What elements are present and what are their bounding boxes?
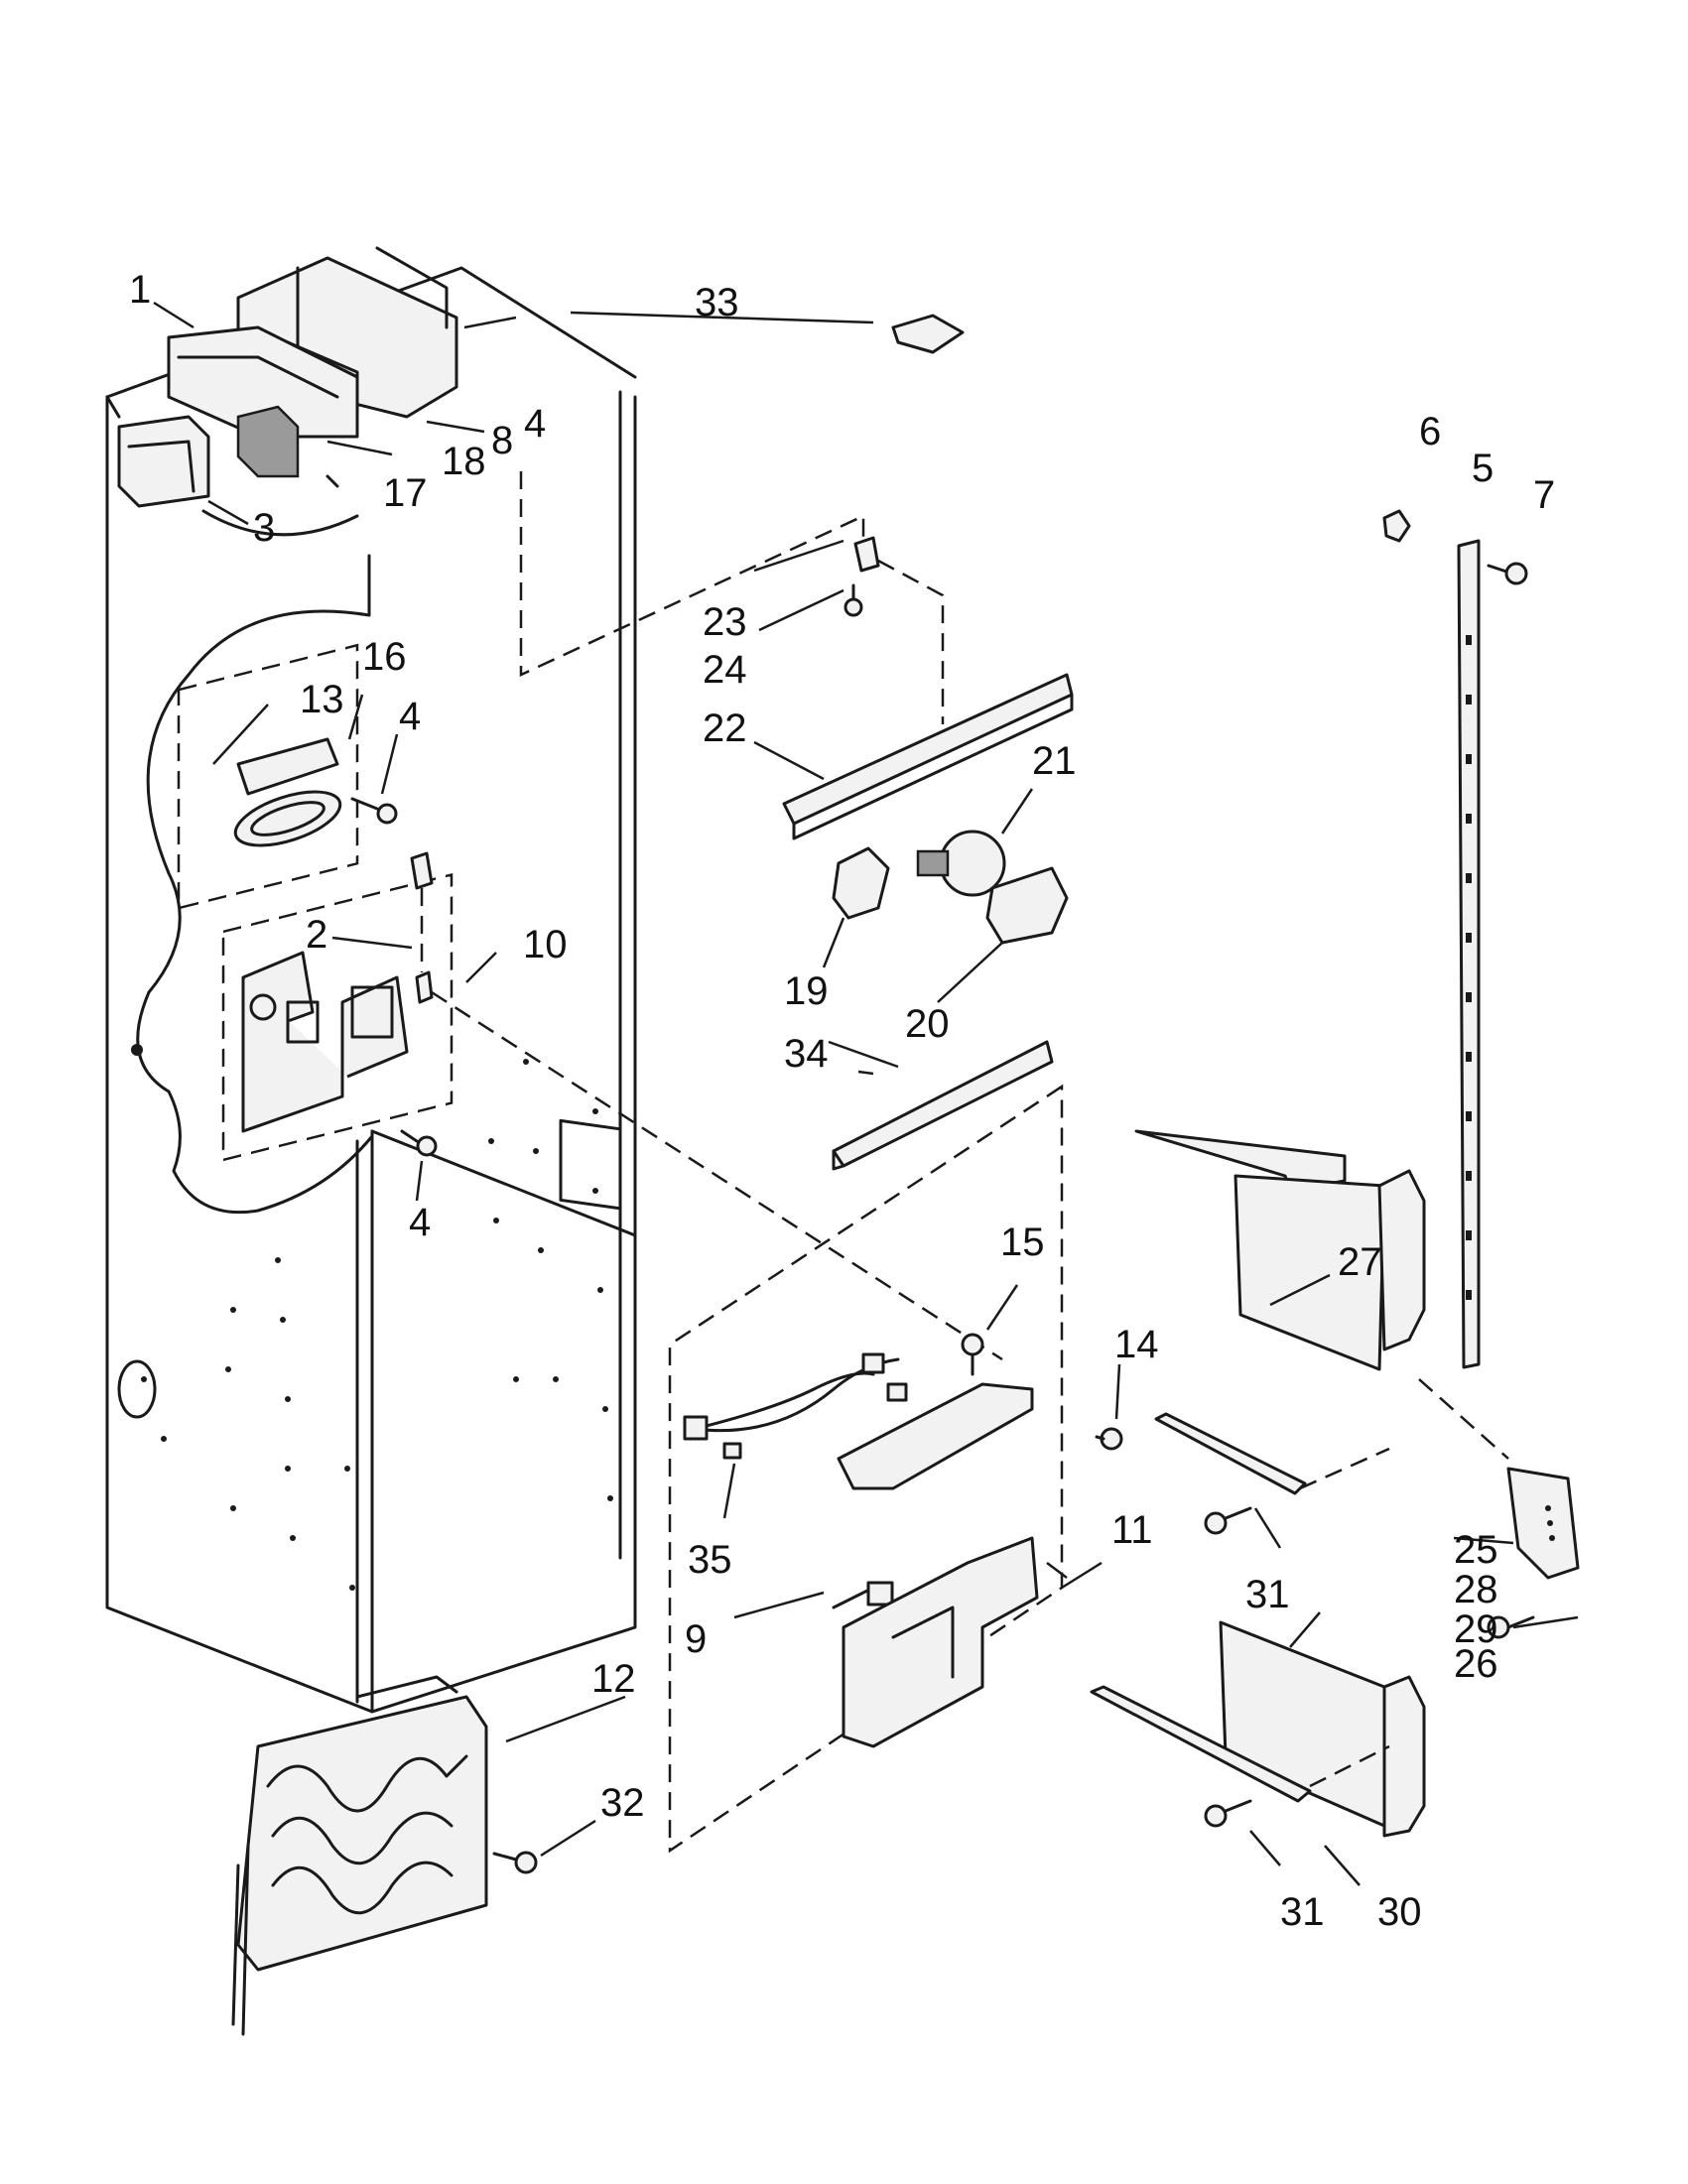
callout-11: 11 [1111, 1508, 1153, 1552]
connector-dash-housing [431, 990, 1003, 1361]
callouts: 1 2 3 4 4 4 5 6 7 8 9 10 11 12 13 14 15 … [129, 268, 1555, 1934]
screw-14 [1095, 1427, 1123, 1451]
callout-22: 22 [703, 707, 747, 750]
ladder-holes [1466, 635, 1472, 1300]
callout-18: 18 [442, 440, 486, 483]
dispenser-door [117, 415, 210, 508]
light-shield [985, 866, 1069, 945]
motor-lead [325, 474, 339, 488]
callout-32: 32 [600, 1781, 645, 1825]
callout-35: 35 [688, 1538, 732, 1582]
air-tower-cover [832, 1040, 1054, 1171]
callout-31-upper: 31 [1245, 1573, 1290, 1616]
callout-12: 12 [591, 1657, 636, 1701]
callout-20: 20 [905, 1002, 950, 1046]
callout-23: 23 [703, 600, 747, 644]
lamp-socket [832, 846, 890, 920]
dispenser-chute [167, 325, 359, 439]
callout-2: 2 [306, 913, 327, 957]
light-housing-outline [221, 872, 454, 1162]
wiring-harness-35 [683, 1352, 908, 1460]
callout-29: 29 [1454, 1607, 1498, 1651]
light-bracket-screw [844, 583, 863, 617]
callout-1: 1 [129, 268, 151, 312]
callout-33: 33 [695, 281, 739, 324]
callout-26: 26 [1454, 1642, 1498, 1686]
callout-17: 17 [383, 471, 428, 515]
callout-4-mid: 4 [399, 695, 421, 738]
sensor-bracket [837, 1382, 1034, 1490]
callout-21: 21 [1032, 739, 1077, 783]
light-bulb [916, 830, 1006, 897]
callout-19: 19 [784, 969, 829, 1013]
callout-31-lower: 31 [1280, 1890, 1325, 1934]
light-bracket [782, 673, 1074, 840]
callout-9: 9 [685, 1617, 707, 1661]
light-housing [241, 951, 409, 1133]
light-socket-clip [410, 851, 434, 1004]
slide-rail-upper [1154, 1412, 1307, 1495]
callout-3: 3 [253, 506, 275, 550]
thermistor [832, 1581, 894, 1609]
callout-7: 7 [1533, 473, 1555, 517]
screw-26 [1487, 1615, 1535, 1639]
callout-24: 24 [703, 648, 747, 692]
callout-15: 15 [1000, 1220, 1045, 1264]
bracket-screw-15 [961, 1333, 984, 1376]
callout-4-low: 4 [409, 1201, 431, 1244]
light-bracket-clip [853, 536, 880, 573]
callout-8: 8 [491, 419, 513, 462]
slide-rail-lower [1090, 1685, 1312, 1803]
screw-31-upper [1204, 1506, 1252, 1535]
connector-dash-bracket [877, 559, 945, 724]
housing-screw [400, 1129, 438, 1157]
callout-10: 10 [523, 923, 568, 966]
screw-31-lower [1204, 1799, 1252, 1828]
ladder-screw-7 [1487, 562, 1528, 585]
connector-dash-top [519, 471, 865, 677]
callout-14: 14 [1114, 1323, 1159, 1366]
cabinet-liner [105, 266, 637, 1714]
dispenser-motor [236, 405, 300, 478]
callout-27: 27 [1338, 1240, 1382, 1284]
callout-5: 5 [1472, 447, 1493, 490]
callout-6: 6 [1419, 410, 1441, 453]
leader-lines [153, 301, 1579, 1886]
control-board [236, 737, 339, 796]
temperature-control [233, 790, 342, 847]
crisper-rail-upper [1134, 1129, 1426, 1371]
control-screw [350, 797, 398, 825]
rail-dash-upper [1299, 1447, 1390, 1490]
crisper-control-panel [1506, 1467, 1580, 1580]
callout-25: 25 [1454, 1528, 1498, 1572]
sensor-housing [842, 1536, 1039, 1748]
rail-dash-lower [1309, 1744, 1390, 1788]
clip-33 [891, 314, 965, 354]
callout-16: 16 [362, 635, 407, 679]
callout-34: 34 [784, 1032, 829, 1076]
callout-4-top: 4 [524, 402, 546, 446]
liner-holes [141, 1059, 613, 1591]
dispenser-wire [201, 509, 359, 537]
crisper-cover-lower [1219, 1620, 1426, 1838]
cabinet-harness [136, 554, 374, 1215]
control-group-outline [177, 643, 359, 910]
callout-30: 30 [1377, 1890, 1422, 1934]
sensor-group-outline [668, 1084, 1064, 1854]
callout-13: 13 [300, 678, 344, 721]
evaporator-coil [231, 1675, 488, 2036]
callout-28: 28 [1454, 1568, 1498, 1611]
shelf-ladder [1457, 539, 1481, 1369]
cover-dash [1418, 1378, 1509, 1460]
ladder-clip-6 [1382, 509, 1411, 543]
screw-32 [492, 1851, 538, 1874]
